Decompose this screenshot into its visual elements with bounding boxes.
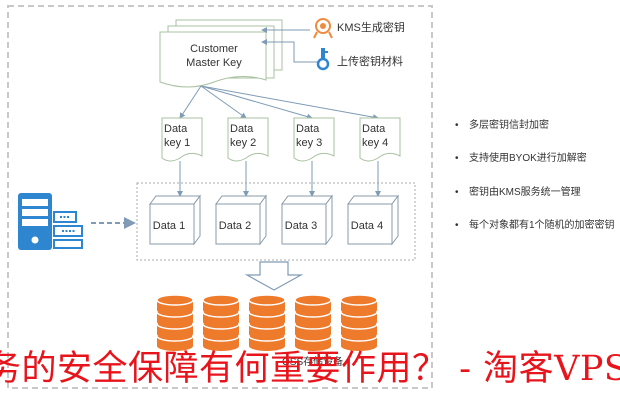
outer-frame — [7, 5, 433, 389]
cmk-to-datakey-links — [179, 85, 379, 121]
feature-item: •支持使用BYOK进行加解密 — [455, 153, 587, 164]
feature-item: •每个对象都有1个随机的加密密钥 — [455, 220, 615, 231]
key-upload-icon — [316, 48, 330, 71]
data-key-4-label: Data key 4 — [362, 122, 398, 150]
storage-databases — [156, 294, 378, 351]
database-icon — [248, 294, 286, 351]
source-connectors — [261, 27, 318, 63]
data-key-document — [293, 117, 335, 162]
data-key-line2: key 3 — [296, 137, 323, 149]
master-key-stack — [159, 19, 283, 88]
data-cube — [215, 194, 267, 246]
data-key-2-label: Data key 2 — [230, 122, 266, 150]
master-key-label: Customer Master Key — [160, 42, 268, 70]
feature-text: 多层密钥信封加密 — [469, 120, 549, 131]
server-icon — [18, 193, 83, 250]
data-key-line1: Data — [164, 123, 188, 135]
data-block-2-label: Data 2 — [218, 220, 252, 232]
data-block-4-label: Data 4 — [350, 220, 384, 232]
database-icon — [340, 294, 378, 351]
data-key-line1: Data — [362, 123, 386, 135]
data-key-document — [227, 117, 269, 162]
data-blocks — [149, 194, 399, 246]
database-icon — [294, 294, 332, 351]
master-key-line2: Master Key — [186, 57, 242, 69]
data-key-3-label: Data key 3 — [296, 122, 332, 150]
feature-item: •多层密钥信封加密 — [455, 120, 549, 131]
data-key-1-label: Data key 1 — [164, 122, 200, 150]
cmk-link — [200, 85, 379, 121]
feature-item: •密钥由KMS服务统一管理 — [455, 187, 581, 198]
cmk-link — [179, 85, 202, 119]
kms-generate-icon — [313, 18, 333, 39]
data-key-document — [161, 117, 203, 162]
cmk-link — [200, 85, 247, 119]
feature-text: 密钥由KMS服务统一管理 — [469, 187, 581, 198]
database-icon — [202, 294, 240, 351]
master-key-line1: Customer — [190, 43, 238, 55]
data-cube — [281, 194, 333, 246]
data-keys — [161, 117, 401, 162]
data-container — [136, 182, 416, 261]
data-key-line2: key 2 — [230, 137, 257, 149]
datakey-to-data-links — [177, 161, 381, 197]
data-block-3-label: Data 3 — [284, 220, 318, 232]
kms-generate-label: KMS生成密钥 — [337, 22, 405, 34]
down-arrow-icon — [244, 261, 304, 291]
cmk-link — [200, 85, 313, 120]
overlay-title: 务的安全保障有何重要作用？ - 淘客VPS — [0, 349, 620, 389]
data-cube — [149, 194, 201, 246]
data-block-1-label: Data 1 — [152, 220, 186, 232]
data-key-line1: Data — [296, 123, 320, 135]
data-key-document — [359, 117, 401, 162]
database-icon — [156, 294, 194, 351]
data-key-line1: Data — [230, 123, 254, 135]
key-upload-label: 上传密钥材料 — [337, 56, 403, 68]
data-cube — [347, 194, 399, 246]
data-key-line2: key 1 — [164, 137, 191, 149]
feature-text: 每个对象都有1个随机的加密密钥 — [469, 220, 615, 231]
storage-label: OSS存储设备 — [282, 357, 344, 368]
feature-text: 支持使用BYOK进行加解密 — [469, 153, 587, 164]
data-key-line2: key 4 — [362, 137, 389, 149]
